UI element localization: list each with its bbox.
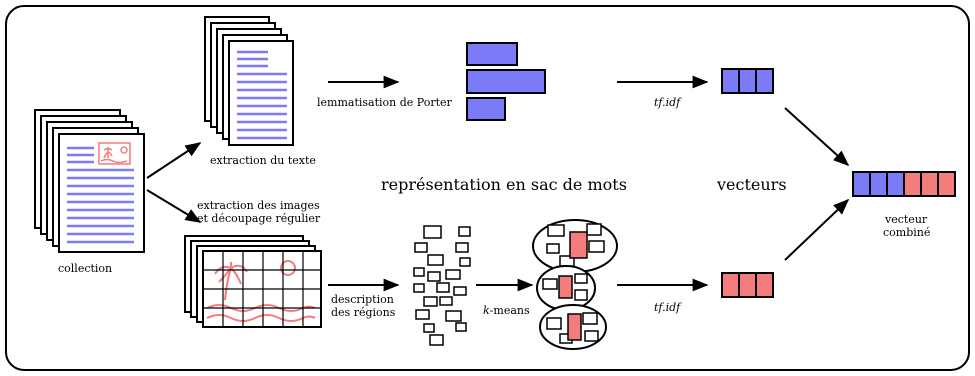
text-vector [721, 68, 774, 94]
region-descriptors [413, 225, 471, 346]
collection-text-lines [67, 146, 134, 244]
region-desc-label-1: description [331, 293, 394, 306]
outer-frame [5, 5, 970, 371]
text-extraction-label: extraction du texte [210, 154, 316, 167]
kmeans-label: k-means [483, 304, 530, 317]
cluster-2 [536, 265, 596, 311]
collection-label: collection [58, 262, 112, 275]
image-doc-stack [184, 235, 322, 328]
combined-label-1: vecteur [884, 213, 928, 226]
bag-of-words-label: représentation en sac de mots [381, 175, 627, 194]
collection-doc-stack [34, 109, 145, 253]
text-word-bars [466, 42, 546, 121]
text-doc-lines [237, 50, 287, 140]
collection-image-thumb [98, 142, 131, 165]
porter-label: lemmatisation de Porter [317, 96, 453, 109]
combined-vector [852, 171, 956, 197]
vectors-label: vecteurs [716, 175, 787, 194]
cluster-3 [539, 304, 607, 350]
image-extraction-label-1: extraction des images [197, 199, 320, 212]
tfidf-bottom-label: tf.idf [654, 301, 682, 314]
region-desc-label-2: des régions [331, 306, 396, 319]
image-extraction-label-2: et découpage régulier [197, 212, 321, 225]
text-doc-stack [204, 16, 294, 146]
arrow-collection-to-images [146, 189, 202, 223]
image-vector [721, 272, 774, 298]
cluster-1 [532, 219, 618, 273]
tfidf-top-label: tf.idf [654, 96, 682, 109]
arrow-image-vector-to-combined [784, 198, 850, 261]
clusters [532, 219, 618, 350]
combined-label-2: combiné [883, 226, 930, 239]
arrow-collection-to-text [146, 142, 202, 179]
arrow-text-vector-to-combined [784, 107, 850, 167]
image-grid [203, 251, 321, 327]
